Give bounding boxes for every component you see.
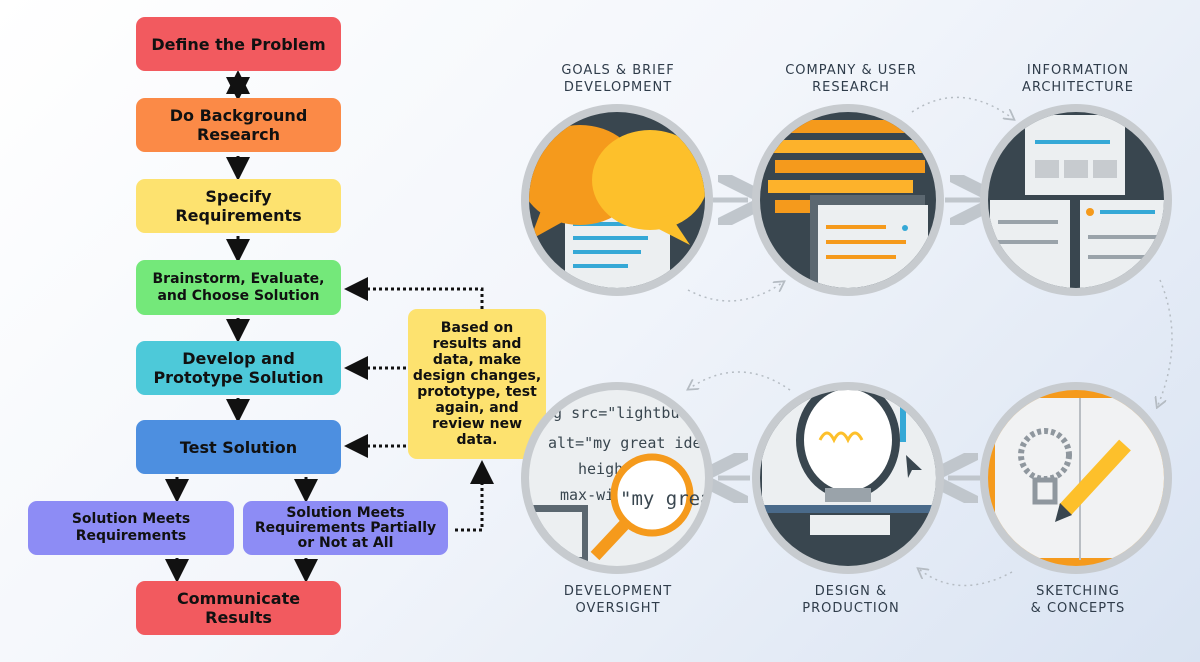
code-line-magnified: "my grea [620,488,712,510]
feedback-arrow-partial [455,460,494,532]
caption-architecture: INFORMATION ARCHITECTURE [1022,63,1134,95]
research-documents-icon [752,104,944,296]
speech-bubbles-icon [521,104,713,296]
step-brainstorm: Brainstorm, Evaluate, and Choose Solutio… [136,260,341,315]
step-background-research: Do Background Research [136,98,341,152]
lightbulb-screen-icon [752,382,944,574]
sitemap-icon [980,104,1172,296]
code-line-4: max-wid [560,486,623,504]
caption-goals: GOALS & BRIEF DEVELOPMENT [561,63,675,95]
caption-research: COMPANY & USER RESEARCH [785,63,917,95]
step-meets-requirements: Solution Meets Requirements [28,501,234,555]
caption-sketching: SKETCHING & CONCEPTS [1030,584,1126,616]
feedback-note: Based on results and data, make design c… [408,309,546,459]
feedback-arrow-brainstorm [344,277,484,309]
step-partially-meets: Solution Meets Requirements Partially or… [243,501,448,555]
step-develop-prototype: Develop and Prototype Solution [136,341,341,395]
code-line-1: img src="lightbulb.svg [535,404,734,422]
step-test-solution: Test Solution [136,420,341,474]
dotted-curve-5 [690,371,791,390]
dotted-curve-1 [687,283,782,302]
step-communicate-results: Communicate Results [136,581,341,635]
code-line-2: alt="my great ideas" [548,434,729,452]
caption-design: DESIGN & PRODUCTION [802,584,900,616]
code-magnifier-icon: img src="lightbulb.svg alt="my great ide… [521,382,734,574]
sketchbook-pencil-icon [980,382,1172,574]
caption-development: DEVELOPMENT OVERSIGHT [563,584,673,616]
step-define-problem: Define the Problem [136,17,341,71]
step-specify-requirements: Specify Requirements [136,179,341,233]
